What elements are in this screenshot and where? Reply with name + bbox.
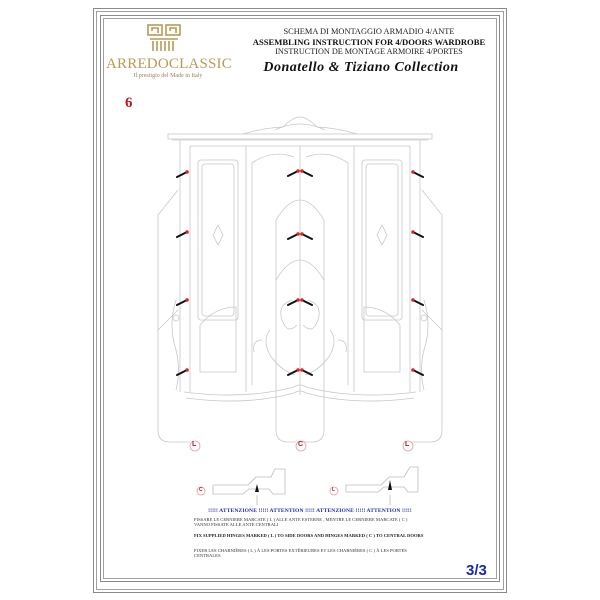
collection-title: Donatello & Tiziano Collection [263, 60, 459, 75]
note-french: FIXER LES CHARNIÈRES ( L ) À LES PORTES … [194, 548, 407, 559]
hinge-label-right: L [405, 441, 410, 448]
hinge-detail-label-l: L [332, 487, 336, 493]
note-english: FIX SUPPLIED HINGES MARKED ( L ) TO SIDE… [194, 533, 424, 538]
page-border-inner [103, 18, 497, 579]
title-italian: SCHEMA DI MONTAGGIO ARMADIO 4/ANTE [283, 27, 455, 36]
hinge-label-left: L [192, 441, 197, 448]
brand-name: ARREDOCLASSIC [106, 56, 232, 72]
brand-tagline: Il prestigio del Made in Italy [133, 73, 203, 79]
title-french: INSTRUCTION DE MONTAGE ARMOIRE 4/PORTES [275, 47, 463, 56]
hinge-detail-label-c: C [199, 487, 203, 493]
page-border [100, 15, 500, 582]
title-english: ASSEMBLING INSTRUCTION FOR 4/DOORS WARDR… [252, 37, 486, 47]
hinge-markers [176, 169, 424, 376]
hinge-label-center: C [298, 441, 304, 448]
note-italian: FISSARE LE CERNIERE MARCATE ( L ) ALLE A… [194, 517, 408, 528]
attention-banner: !!!!! ATTENZIONE !!!!! ATTENTION !!!!! A… [208, 508, 412, 514]
sheet-number: 3/3 [466, 562, 487, 579]
step-number: 6 [125, 95, 133, 111]
hinge-detail-drawings [212, 466, 419, 505]
page-border-outer [93, 8, 507, 593]
page-border [96, 11, 504, 590]
